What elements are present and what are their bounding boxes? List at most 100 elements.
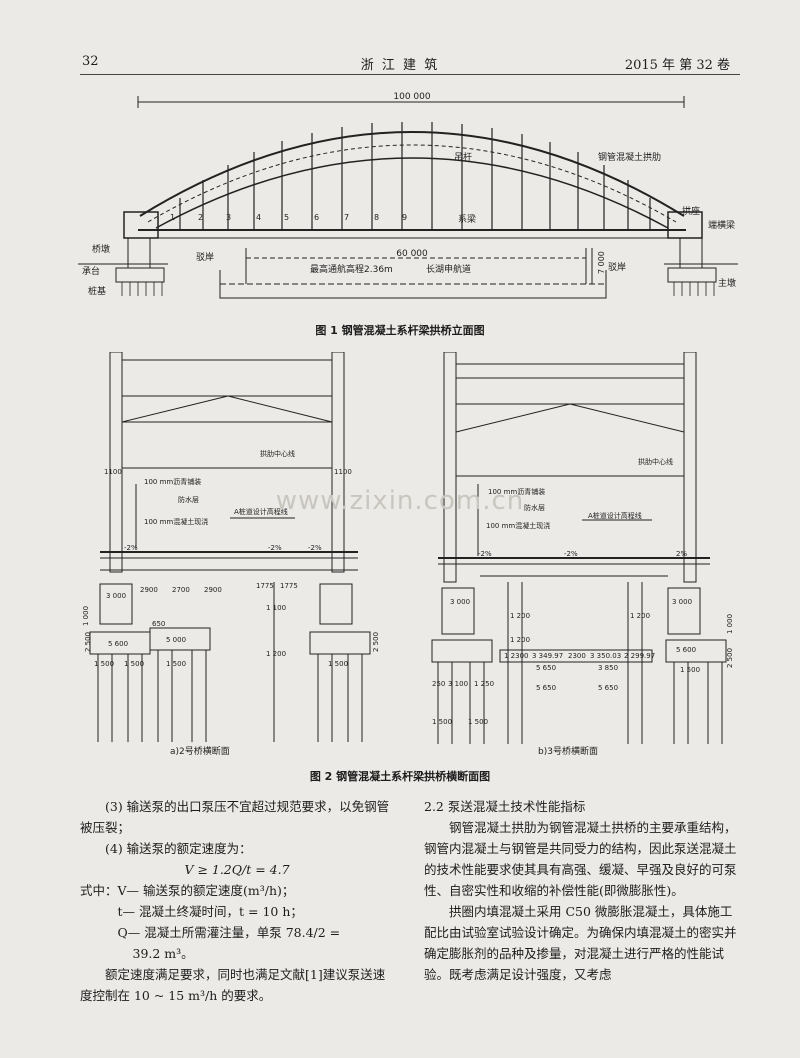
asphalt-label: 100 mm沥青铺装: [488, 487, 545, 496]
dim-label: 3 000: [450, 598, 470, 606]
dim-label: 1 200: [510, 636, 530, 644]
dim-label: 1 200: [630, 612, 650, 620]
dim-label: 1 250: [474, 680, 494, 688]
slope-label: -2%: [308, 544, 322, 552]
tie-beam-label: 系梁: [458, 213, 476, 225]
page-number: 32: [82, 54, 99, 69]
design-line-label: A桩道设计高程线: [588, 511, 642, 520]
where-t: t— 混凝土终凝时间，t = 10 h；: [117, 904, 303, 919]
issue-info: 2015 年 第 32 卷: [624, 58, 730, 73]
channel-label: 长湖申航道: [426, 263, 471, 275]
dim-label: 1 000: [726, 614, 734, 634]
journal-title: 浙 江 建 筑: [360, 58, 440, 73]
bank-right-label: 驳岸: [608, 262, 626, 273]
hanger-number: 2: [198, 213, 203, 222]
conclusion-text: 额定速度满足要求，同时也满足文献[1]建议泵送速度控制在 10 ~ 15 m³/…: [80, 967, 386, 1003]
dim-label: 3 000: [106, 592, 126, 600]
dim-label: 1 500: [432, 718, 452, 726]
dim-label: 1 2300: [504, 652, 529, 660]
hanger-number: 8: [374, 213, 379, 222]
dim-label: 3 000: [672, 598, 692, 606]
slope-label: -2%: [564, 550, 578, 558]
where-q2: 39.2 m³。: [132, 946, 194, 961]
dim-label: 1 500: [94, 660, 114, 668]
section-heading: 2.2 泵送混凝土技术性能指标: [424, 799, 586, 814]
arch-center-label: 拱肋中心线: [260, 449, 295, 458]
dim-label: 1 500: [124, 660, 144, 668]
figure1-caption: 图 1 钢管混凝土系杆梁拱桥立面图: [315, 324, 485, 337]
item4-text: (4) 输送泵的额定速度为：: [105, 841, 252, 856]
dim-label: 1 100: [266, 604, 286, 612]
end-beam-label: 端横梁: [708, 219, 735, 231]
dim-label: 5 000: [166, 636, 186, 644]
dim-label: 5 600: [108, 640, 128, 648]
where-v: 式中：V— 输送泵的额定速度(m³/h)；: [80, 883, 295, 898]
dim-label: 2 500: [726, 648, 734, 668]
dim-label: 5 600: [676, 646, 696, 654]
bank-left-label: 驳岸: [196, 252, 214, 263]
dim-label: 1775: [256, 582, 274, 590]
where-q: Q— 混凝土所需灌注量，单泵 78.4/2 =: [117, 925, 341, 940]
sub-caption-a: a)2号桥横断面: [170, 745, 230, 757]
dim-label: 5 650: [536, 664, 556, 672]
hanger-number: 1: [170, 213, 175, 222]
concrete-label: 100 mm混凝土现浇: [144, 517, 208, 526]
right-column: 2.2 泵送混凝土技术性能指标 钢管混凝土拱肋为钢管混凝土拱桥的主要承重结构，钢…: [424, 796, 740, 985]
dim-label: 1 500: [166, 660, 186, 668]
hanger-number: 5: [284, 213, 289, 222]
header-rule: [80, 74, 740, 75]
dim-label: 1 500: [468, 718, 488, 726]
hanger-number: 4: [256, 213, 261, 222]
dim-label: 3 350.03: [590, 652, 621, 660]
dim-label: 2900: [204, 586, 222, 594]
watermark: www.zixin.com.cn: [275, 486, 525, 516]
figure2a-cross-section: 拱肋中心线 100 mm沥青铺装 防水层 100 mm混凝土现浇 A桩道设计高程…: [82, 352, 380, 757]
hanger-label: 吊杆: [454, 151, 472, 163]
slope-label: -2%: [478, 550, 492, 558]
dim-label: 2 500: [372, 632, 380, 652]
waterproof-label: 防水层: [524, 503, 545, 512]
dim-label: 1 000: [82, 606, 90, 626]
slope-label: 2%: [676, 550, 687, 558]
pier-label: 桥墩: [92, 243, 110, 255]
hanger-number: 3: [226, 213, 231, 222]
waterproof-label: 防水层: [178, 495, 199, 504]
arch-seat-label: 拱座: [682, 205, 700, 217]
dim-label: 1 200: [510, 612, 530, 620]
hanger-number: 6: [314, 213, 319, 222]
span-total-dim: 100 000: [393, 92, 430, 102]
figure2b-cross-section: 拱肋中心线 100 mm沥青铺装 防水层 100 mm混凝土现浇 A桩道设计高程…: [431, 352, 734, 757]
slope-label: -2%: [124, 544, 138, 552]
water-level-label: 最高通航高程2.36m: [310, 263, 393, 275]
dim-label: 3 100: [448, 680, 468, 688]
dim-label: 1 200: [266, 650, 286, 658]
pile-label: 桩基: [88, 285, 106, 297]
asphalt-label: 100 mm沥青铺装: [144, 477, 201, 486]
item3-text: (3) 输送泵的出口泵压不宜超过规范要求，以免钢管被压裂；: [80, 799, 390, 835]
dim-label: 2300: [568, 652, 586, 660]
dim-label: 650: [152, 620, 165, 628]
figure2-caption: 图 2 钢管混凝土系杆梁拱桥横断面图: [309, 770, 491, 783]
figure1-elevation: 100 000 60 000 7 000 最高通航高程2.36m 长湖申航道 吊…: [78, 92, 738, 299]
dim-label: 5 650: [536, 684, 556, 692]
concrete-label: 100 mm混凝土现浇: [486, 521, 550, 530]
hanger-number: 9: [402, 213, 407, 222]
dim-label: 250: [432, 680, 445, 688]
dim-label: 2700: [172, 586, 190, 594]
dim-label: 1 500: [680, 666, 700, 674]
dim-label: 1100: [104, 468, 122, 476]
arch-center-label: 拱肋中心线: [638, 457, 673, 466]
formula: V ≥ 1.2Q/t = 4.7: [184, 862, 290, 877]
dim-label: 3 349.97: [532, 652, 563, 660]
left-column: (3) 输送泵的出口泵压不宜超过规范要求，以免钢管被压裂； (4) 输送泵的额定…: [80, 796, 394, 1006]
sub-caption-b: b)3号桥横断面: [538, 745, 598, 757]
paragraph-2: 拱圈内填混凝土采用 C50 微膨胀混凝土，具体施工配比由试验室试验设计确定。为确…: [424, 904, 737, 982]
dim-label: 3 850: [598, 664, 618, 672]
cap-label: 承台: [82, 265, 100, 277]
dim-label: 5 650: [598, 684, 618, 692]
arch-rib-label: 钢管混凝土拱肋: [598, 151, 661, 163]
design-line-label: A桩道设计高程线: [234, 507, 288, 516]
dim-label: 1775: [280, 582, 298, 590]
main-pier-label: 主墩: [718, 277, 736, 289]
dim-label: 2 500: [84, 632, 92, 652]
